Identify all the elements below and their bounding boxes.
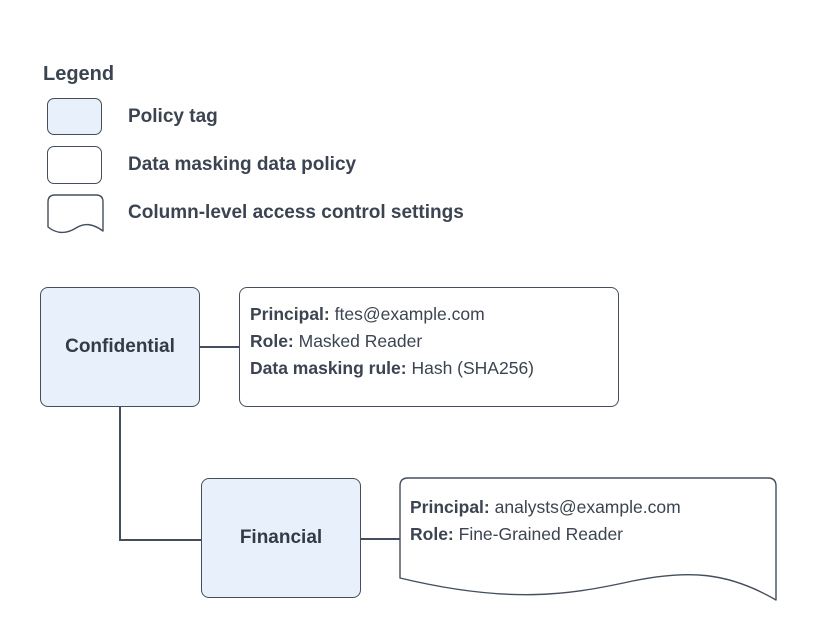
document-shape xyxy=(399,477,777,601)
policy-tag-swatch-icon xyxy=(47,98,102,135)
connector-elbow-horizontal xyxy=(119,539,202,541)
node-confidential: Confidential xyxy=(40,287,200,407)
node-confidential-label: Confidential xyxy=(65,336,175,357)
connector-confidential-to-policy xyxy=(200,346,240,348)
document-swatch-icon xyxy=(47,194,104,239)
settings-field-role: Role: Fine-Grained Reader xyxy=(410,524,624,544)
policy-field-principal: Principal: ftes@example.com xyxy=(250,304,485,324)
data-policy-card-confidential: Principal: ftes@example.com Role: Masked… xyxy=(239,287,619,407)
connector-financial-to-settings xyxy=(360,538,401,540)
node-financial: Financial xyxy=(201,478,361,598)
settings-field-principal: Principal: analysts@example.com xyxy=(410,497,681,517)
policy-field-role: Role: Masked Reader xyxy=(250,331,423,351)
legend-item-column-access: Column-level access control settings xyxy=(128,202,464,223)
data-policy-swatch-icon xyxy=(47,146,102,184)
access-settings-card-financial: Principal: analysts@example.com Role: Fi… xyxy=(399,477,780,610)
connector-elbow-vertical xyxy=(119,406,121,540)
policy-field-masking-rule: Data masking rule: Hash (SHA256) xyxy=(250,358,535,378)
legend-item-data-policy: Data masking data policy xyxy=(128,154,357,175)
legend-title: Legend xyxy=(43,63,115,85)
node-financial-label: Financial xyxy=(239,527,323,548)
legend-item-policy-tag: Policy tag xyxy=(128,106,218,127)
